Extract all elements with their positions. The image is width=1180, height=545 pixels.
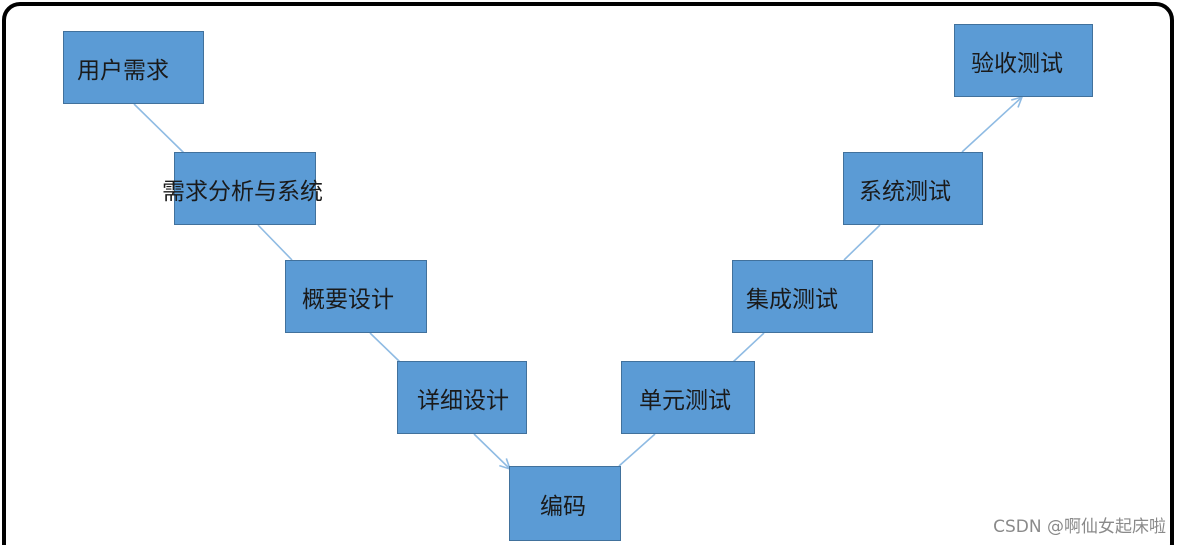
watermark: CSDN @啊仙女起床啦 xyxy=(993,517,1166,537)
node-unit-test: 单元测试 xyxy=(621,361,755,434)
node-system-test-label: 系统测试 xyxy=(859,178,951,205)
connector-system-to-acceptance-arrow xyxy=(961,95,1024,153)
node-coding-label: 编码 xyxy=(540,493,586,520)
node-detailed-design: 详细设计 xyxy=(397,361,527,434)
node-user-requirements-label: 用户需求 xyxy=(77,57,169,84)
connector-coding-to-unit xyxy=(618,433,656,467)
connector-integration-to-system xyxy=(843,224,881,261)
connector-unit-to-integration xyxy=(732,332,765,363)
connector-user-to-analysis xyxy=(133,103,185,154)
node-outline-design: 概要设计 xyxy=(285,260,427,333)
node-requirements-analysis-label: 需求分析与系统 xyxy=(162,178,323,205)
node-system-test: 系统测试 xyxy=(843,152,983,225)
node-user-requirements: 用户需求 xyxy=(63,31,204,104)
node-integration-test-label: 集成测试 xyxy=(746,286,838,313)
connector-detailed-to-coding-arrow xyxy=(473,433,512,471)
node-unit-test-label: 单元测试 xyxy=(639,387,731,414)
node-outline-design-label: 概要设计 xyxy=(302,286,394,313)
node-acceptance-test-label: 验收测试 xyxy=(971,50,1063,77)
connector-outline-to-detailed xyxy=(369,332,401,363)
node-acceptance-test: 验收测试 xyxy=(954,24,1093,97)
node-coding: 编码 xyxy=(509,466,621,541)
node-detailed-design-label: 详细设计 xyxy=(417,387,509,414)
connector-analysis-to-outline xyxy=(257,224,293,261)
node-integration-test: 集成测试 xyxy=(732,260,873,333)
node-requirements-analysis: 需求分析与系统 xyxy=(162,152,323,225)
